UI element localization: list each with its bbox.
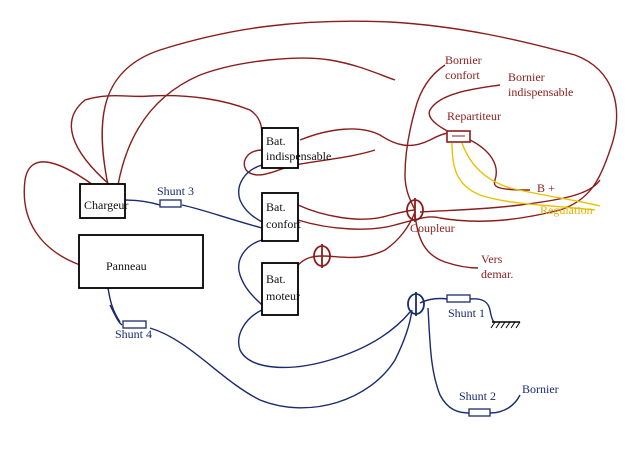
yellow-wires (451, 142, 601, 211)
wire-bat-indisp-left (243, 149, 376, 176)
wire-shunt3-confort (181, 204, 263, 229)
regulation-label: Regulation (540, 203, 593, 217)
bornier-label: Bornier (522, 382, 559, 396)
bat-confort-label-1: Bat. (266, 200, 286, 214)
wire-left-panneau (23, 57, 396, 266)
wire-regulation-2 (461, 142, 601, 207)
wire-panneau-shunt4 (107, 287, 121, 323)
component-bat-indispensable: Bat. indispensable (261, 127, 331, 169)
shunt-1-label: Shunt 1 (448, 306, 485, 320)
component-chargeur: Chargeur (79, 183, 128, 219)
wire-confort-moteur (238, 239, 263, 306)
wire-chargeur-left-loop (70, 94, 263, 186)
wire-indisp-confort (238, 164, 263, 223)
bat-confort-label-2: confort (266, 217, 301, 231)
vers-demar-label-1: Vers (481, 252, 503, 266)
wire-confort-coupleur (297, 204, 416, 220)
red-wires (23, 20, 618, 269)
shunt-4 (122, 320, 147, 329)
wire-moteur-loop (238, 309, 411, 369)
blue-wires (107, 164, 521, 414)
vers-demar-label-2: demar. (481, 267, 513, 281)
wire-regulation (451, 142, 596, 211)
ground-icon (490, 321, 521, 329)
shunt-2 (468, 408, 491, 417)
component-bat-moteur: Bat. moteur (261, 262, 300, 316)
bornier-indispensable-label-2: indispensable (508, 85, 573, 99)
wire-chargeur-shunt3 (124, 199, 161, 206)
coupleur-label: Coupleur (410, 221, 455, 235)
wire-bornier-indisp (428, 84, 501, 136)
wire-vers-demar (414, 214, 479, 269)
bornier-indispensable-label-1: Bornier (508, 70, 545, 84)
labels: Bornier confort Bornier indispensable Re… (115, 53, 593, 403)
fuse-symbol-moteur (313, 244, 331, 268)
shunt-3 (159, 199, 182, 208)
bat-moteur-label-2: moteur (266, 289, 300, 303)
component-repartiteur (446, 130, 471, 143)
wire-node-shunt2 (427, 307, 521, 414)
shunt-1 (446, 294, 471, 303)
coupleur-symbol (406, 198, 424, 222)
wire-confort-right (297, 216, 441, 230)
wire-outer-top (101, 20, 618, 222)
chargeur-label: Chargeur (84, 198, 128, 212)
wire-node-shunt1 (419, 297, 495, 323)
bat-moteur-label-1: Bat. (266, 272, 286, 286)
wire-bornier-confort (404, 64, 446, 211)
shunt-2-label: Shunt 2 (459, 389, 496, 403)
bat-indispensable-label-1: Bat. (266, 134, 286, 148)
wire-coupleur-right (419, 179, 601, 213)
bat-indispensable-label-2: indispensable (266, 149, 331, 163)
component-panneau: Panneau (78, 234, 204, 289)
wire-bat-indisp-right (299, 128, 463, 147)
b-plus-label: B + (537, 181, 555, 195)
shunt-4-label: Shunt 4 (115, 327, 152, 341)
bornier-confort-label-2: confort (445, 68, 480, 82)
repartiteur-label: Repartiteur (447, 109, 501, 123)
wire-moteur-fuse (297, 211, 416, 266)
panneau-label: Panneau (106, 259, 147, 273)
bornier-confort-label-1: Bornier (445, 53, 482, 67)
component-bat-confort: Bat. confort (261, 192, 301, 242)
wire-b-plus (469, 139, 531, 191)
shunt-3-label: Shunt 3 (157, 184, 194, 198)
blue-node-symbol (407, 292, 425, 316)
wire-shunt4-node (109, 304, 413, 409)
